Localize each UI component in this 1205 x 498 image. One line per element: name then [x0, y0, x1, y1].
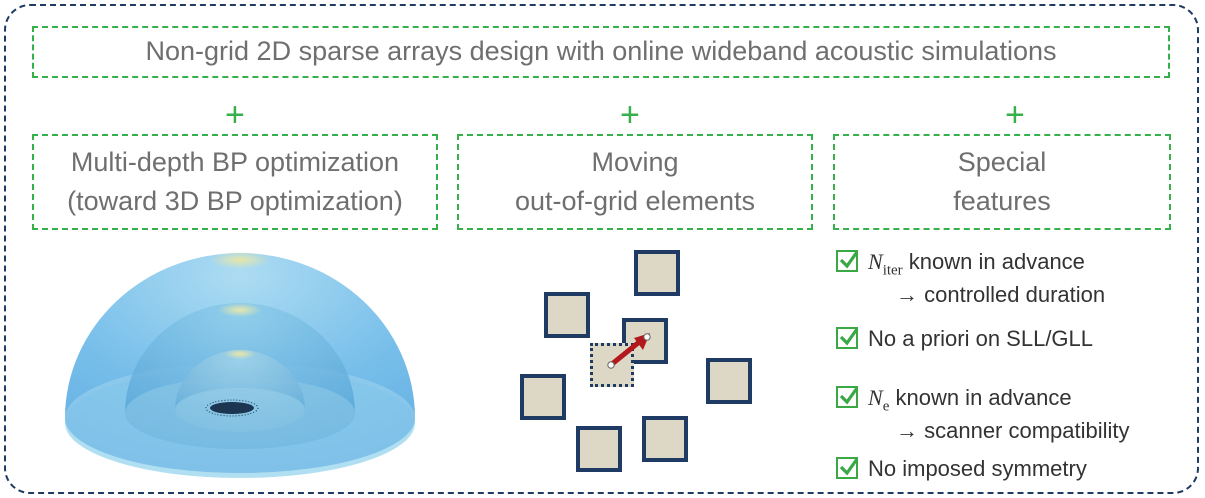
feature-1-text: Niter known in advance [868, 249, 1085, 279]
checkbox-checked-icon [836, 250, 859, 272]
feature-item-symmetry: No imposed symmetry [836, 455, 1087, 484]
feature-item-no-apriori: No a priori on SLL/GLL [836, 325, 1093, 354]
title-box: Non-grid 2D sparse arrays design with on… [32, 26, 1170, 78]
array-element [706, 358, 752, 404]
column-box-bp-optimization: Multi-depth BP optimization (toward 3D B… [32, 134, 438, 230]
array-element [544, 292, 590, 338]
plus-sign-2: + [620, 96, 640, 134]
array-elements-cluster [210, 402, 254, 414]
array-element [642, 416, 688, 462]
feature-item-ne: Ne known in advance → scanner compatibil… [836, 384, 1130, 445]
feature-4-text: No imposed symmetry [868, 456, 1087, 481]
feature-item-niter: Niter known in advance → controlled dura… [836, 248, 1105, 309]
multi-depth-hemispheres-illustration [65, 251, 415, 478]
feature-2-text: No a priori on SLL/GLL [868, 326, 1094, 351]
column-1-line-2: (toward 3D BP optimization) [67, 186, 403, 216]
column-box-special-features: Special features [833, 134, 1171, 230]
plus-sign-3: + [1005, 96, 1025, 134]
column-2-line-2: out-of-grid elements [514, 186, 756, 216]
moving-elements-illustration [500, 240, 760, 480]
column-box-moving-elements: Moving out-of-grid elements [457, 134, 813, 230]
feature-3-subtext: → scanner compatibility [896, 417, 1130, 443]
array-element [520, 374, 566, 420]
array-element [634, 250, 680, 296]
middle-focus-spot [218, 303, 262, 317]
plus-sign-1: + [225, 96, 245, 134]
column-1-line-1: Multi-depth BP optimization [70, 146, 400, 177]
checkbox-checked-icon [836, 327, 859, 349]
feature-1-subtext: → controlled duration [896, 281, 1106, 307]
main-title: Non-grid 2D sparse arrays design with on… [145, 36, 1057, 67]
array-element [576, 426, 622, 472]
feature-3-text: Ne known in advance [868, 385, 1072, 415]
checkbox-checked-icon [836, 386, 859, 408]
column-3-line-1: Special [957, 146, 1047, 177]
column-2-line-1: Moving [591, 146, 679, 177]
column-3-line-2: features [953, 186, 1051, 216]
inner-focus-spot [224, 349, 256, 359]
outer-focus-spot [210, 251, 270, 269]
move-arrow-icon [607, 333, 651, 369]
checkbox-checked-icon [836, 457, 859, 479]
outer-frame [4, 4, 1199, 494]
